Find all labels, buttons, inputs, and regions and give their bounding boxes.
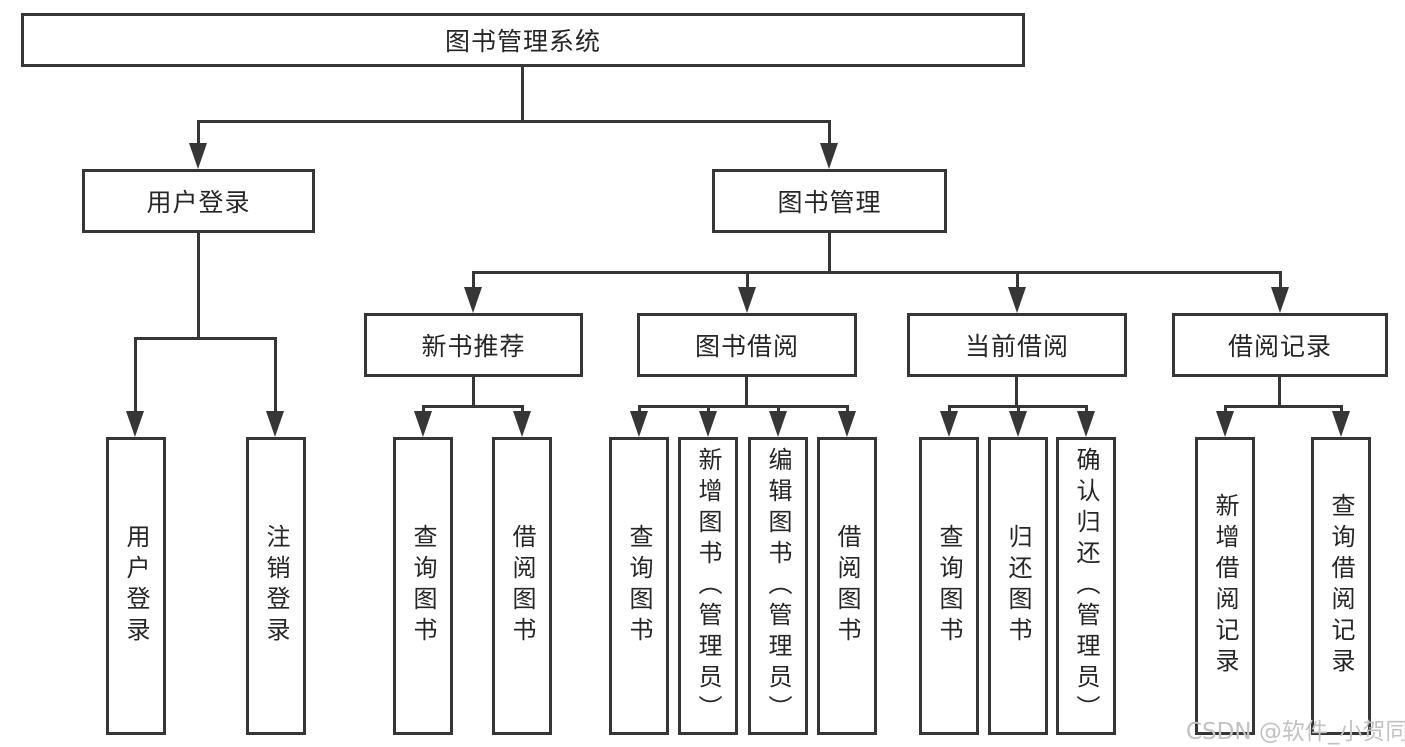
- arrow-down-icon: [940, 411, 958, 437]
- edge-drop: [746, 271, 749, 289]
- node-leaf-user-login: 用户登录: [106, 437, 166, 735]
- edge-borrowing-split: [638, 405, 849, 408]
- node-leaf-user-login-label: 用户登录: [122, 524, 150, 648]
- arrow-down-icon: [513, 411, 531, 437]
- node-book-management-label: 图书管理: [777, 188, 882, 217]
- arrow-down-icon: [414, 411, 432, 437]
- edge-drop: [1224, 405, 1227, 413]
- edge-current-trunk: [1015, 377, 1018, 405]
- arrow-down-icon: [1332, 411, 1350, 437]
- arrow-down-icon: [699, 411, 717, 437]
- edge-records-split: [1224, 405, 1343, 408]
- edge-borrowing-trunk: [745, 377, 748, 405]
- node-leaf-confirm-return-admin-label: 确认归还（管理员）: [1072, 446, 1100, 726]
- arrow-down-icon: [1008, 287, 1026, 313]
- edge-drop: [828, 120, 831, 145]
- arrow-down-icon: [630, 411, 648, 437]
- node-leaf-add-borrow-record-label: 新增借阅记录: [1211, 493, 1239, 679]
- edge-drop: [274, 337, 277, 413]
- node-leaf-borrow-books-label: 借阅图书: [833, 524, 861, 648]
- arrow-down-icon: [464, 287, 482, 313]
- arrow-down-icon: [266, 411, 284, 437]
- node-leaf-return-books-label: 归还图书: [1004, 524, 1032, 648]
- node-leaf-borrow-books: 借阅图书: [817, 437, 877, 735]
- arrow-down-icon: [1077, 411, 1095, 437]
- node-borrowing-records: 借阅记录: [1172, 313, 1388, 377]
- node-leaf-confirm-return-admin: 确认归还（管理员）: [1056, 437, 1116, 735]
- node-new-book-recommendation: 新书推荐: [364, 313, 583, 377]
- edge-book-mgmt-trunk: [828, 233, 831, 271]
- edge-drop: [1279, 271, 1282, 289]
- edge-records-trunk: [1278, 377, 1281, 405]
- edge-drop: [707, 405, 710, 413]
- node-leaf-query-books-borrowing: 查询图书: [609, 437, 669, 735]
- edge-drop: [1016, 271, 1019, 289]
- node-current-borrowing-label: 当前借阅: [964, 332, 1069, 361]
- node-leaf-borrow-books-recommend-label: 借阅图书: [508, 524, 536, 648]
- node-leaf-query-books-current: 查询图书: [919, 437, 979, 735]
- node-leaf-query-books-current-label: 查询图书: [935, 524, 963, 648]
- arrow-down-icon: [738, 287, 756, 313]
- node-user-login-label: 用户登录: [146, 188, 251, 217]
- node-new-book-recommendation-label: 新书推荐: [421, 332, 526, 361]
- edge-drop: [521, 405, 524, 413]
- edge-user-login-trunk: [197, 233, 200, 337]
- node-root-label: 图书管理系统: [444, 27, 601, 56]
- arrow-down-icon: [126, 411, 144, 437]
- node-leaf-query-books-recommend-label: 查询图书: [409, 524, 437, 648]
- edge-root-trunk: [521, 67, 524, 120]
- edge-drop: [948, 405, 951, 413]
- arrow-down-icon: [820, 143, 838, 169]
- edge-drop: [777, 405, 780, 413]
- edge-root-split: [197, 120, 831, 123]
- edge-drop: [638, 405, 641, 413]
- node-leaf-return-books: 归还图书: [988, 437, 1048, 735]
- node-book-borrowing-label: 图书借阅: [694, 332, 799, 361]
- edge-recommend-trunk: [472, 377, 475, 405]
- edge-drop: [1085, 405, 1088, 413]
- edge-drop: [422, 405, 425, 413]
- node-root: 图书管理系统: [21, 13, 1025, 67]
- edge-drop: [1340, 405, 1343, 413]
- csdn-watermark: CSDN @软件_小贺同学: [1186, 719, 1405, 745]
- edge-drop: [197, 120, 200, 145]
- edge-book-mgmt-split: [472, 271, 1282, 274]
- node-book-borrowing: 图书借阅: [637, 313, 857, 377]
- edge-drop: [846, 405, 849, 413]
- node-current-borrowing: 当前借阅: [907, 313, 1127, 377]
- node-leaf-logout: 注销登录: [246, 437, 306, 735]
- node-user-login: 用户登录: [82, 169, 315, 233]
- edge-user-login-split: [134, 337, 277, 340]
- node-leaf-query-borrow-record: 查询借阅记录: [1311, 437, 1371, 735]
- node-leaf-query-borrow-record-label: 查询借阅记录: [1327, 493, 1355, 679]
- node-leaf-add-books-admin-label: 新增图书（管理员）: [694, 446, 722, 726]
- node-leaf-borrow-books-recommend: 借阅图书: [492, 437, 552, 735]
- node-borrowing-records-label: 借阅记录: [1227, 332, 1332, 361]
- edge-drop: [472, 271, 475, 289]
- arrow-down-icon: [189, 143, 207, 169]
- arrow-down-icon: [769, 411, 787, 437]
- node-leaf-add-borrow-record: 新增借阅记录: [1195, 437, 1255, 735]
- node-leaf-query-books-borrowing-label: 查询图书: [625, 524, 653, 648]
- node-book-management: 图书管理: [712, 169, 947, 233]
- node-leaf-edit-books-admin: 编辑图书（管理员）: [748, 437, 808, 735]
- arrow-down-icon: [1271, 287, 1289, 313]
- arrow-down-icon: [838, 411, 856, 437]
- node-leaf-edit-books-admin-label: 编辑图书（管理员）: [764, 446, 792, 726]
- node-leaf-logout-label: 注销登录: [262, 524, 290, 648]
- edge-drop: [1017, 405, 1020, 413]
- edge-drop: [134, 337, 137, 413]
- node-leaf-query-books-recommend: 查询图书: [393, 437, 453, 735]
- arrow-down-icon: [1009, 411, 1027, 437]
- edge-recommend-split: [422, 405, 524, 408]
- node-leaf-add-books-admin: 新增图书（管理员）: [678, 437, 738, 735]
- arrow-down-icon: [1216, 411, 1234, 437]
